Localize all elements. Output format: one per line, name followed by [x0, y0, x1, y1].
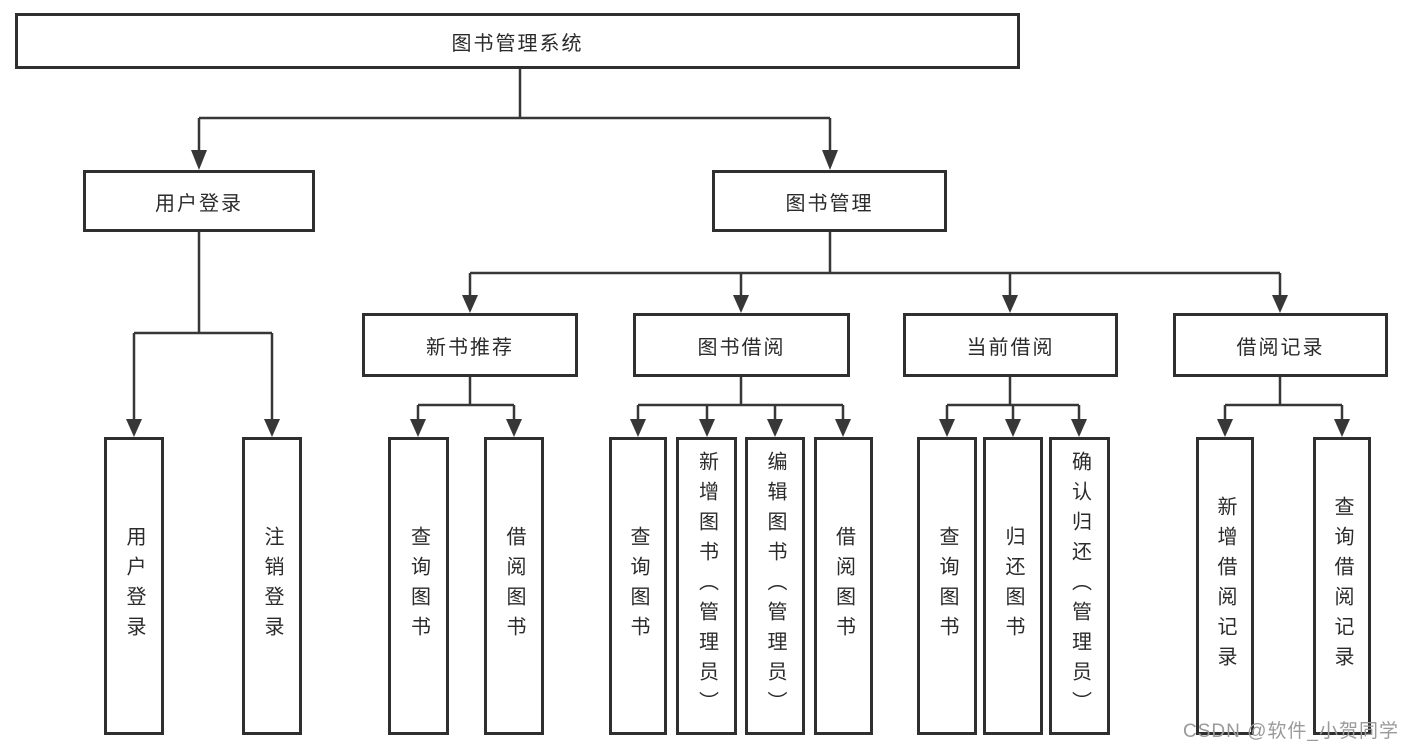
leaf-user-login: 用户登录	[104, 437, 164, 735]
node-book-borrow: 图书借阅	[633, 313, 850, 377]
leaf-borrow-books-recommend: 借阅图书	[484, 437, 544, 735]
node-root-system: 图书管理系统	[15, 13, 1020, 69]
leaf-query-borrow-record: 查询借阅记录	[1313, 437, 1371, 735]
leaf-query-books-recommend: 查询图书	[388, 437, 449, 735]
csdn-watermark: CSDN @软件_小贺同学	[1183, 721, 1399, 742]
node-borrow-records: 借阅记录	[1173, 313, 1388, 377]
leaf-query-books-borrow: 查询图书	[609, 437, 667, 735]
leaf-add-books-admin: 新增图书（管理员）	[676, 437, 737, 735]
leaf-add-borrow-record: 新增借阅记录	[1196, 437, 1254, 735]
leaf-confirm-return-admin: 确认归还（管理员）	[1049, 437, 1110, 735]
leaf-borrow-books: 借阅图书	[814, 437, 873, 735]
node-book-management: 图书管理	[712, 170, 947, 232]
leaf-return-books: 归还图书	[983, 437, 1043, 735]
node-current-borrow: 当前借阅	[903, 313, 1118, 377]
node-new-book-recommend: 新书推荐	[362, 313, 578, 377]
leaf-query-books-current: 查询图书	[917, 437, 977, 735]
node-user-login: 用户登录	[83, 170, 315, 232]
leaf-logout-login: 注销登录	[242, 437, 302, 735]
leaf-edit-books-admin: 编辑图书（管理员）	[745, 437, 805, 735]
arrowheads	[126, 150, 1350, 437]
